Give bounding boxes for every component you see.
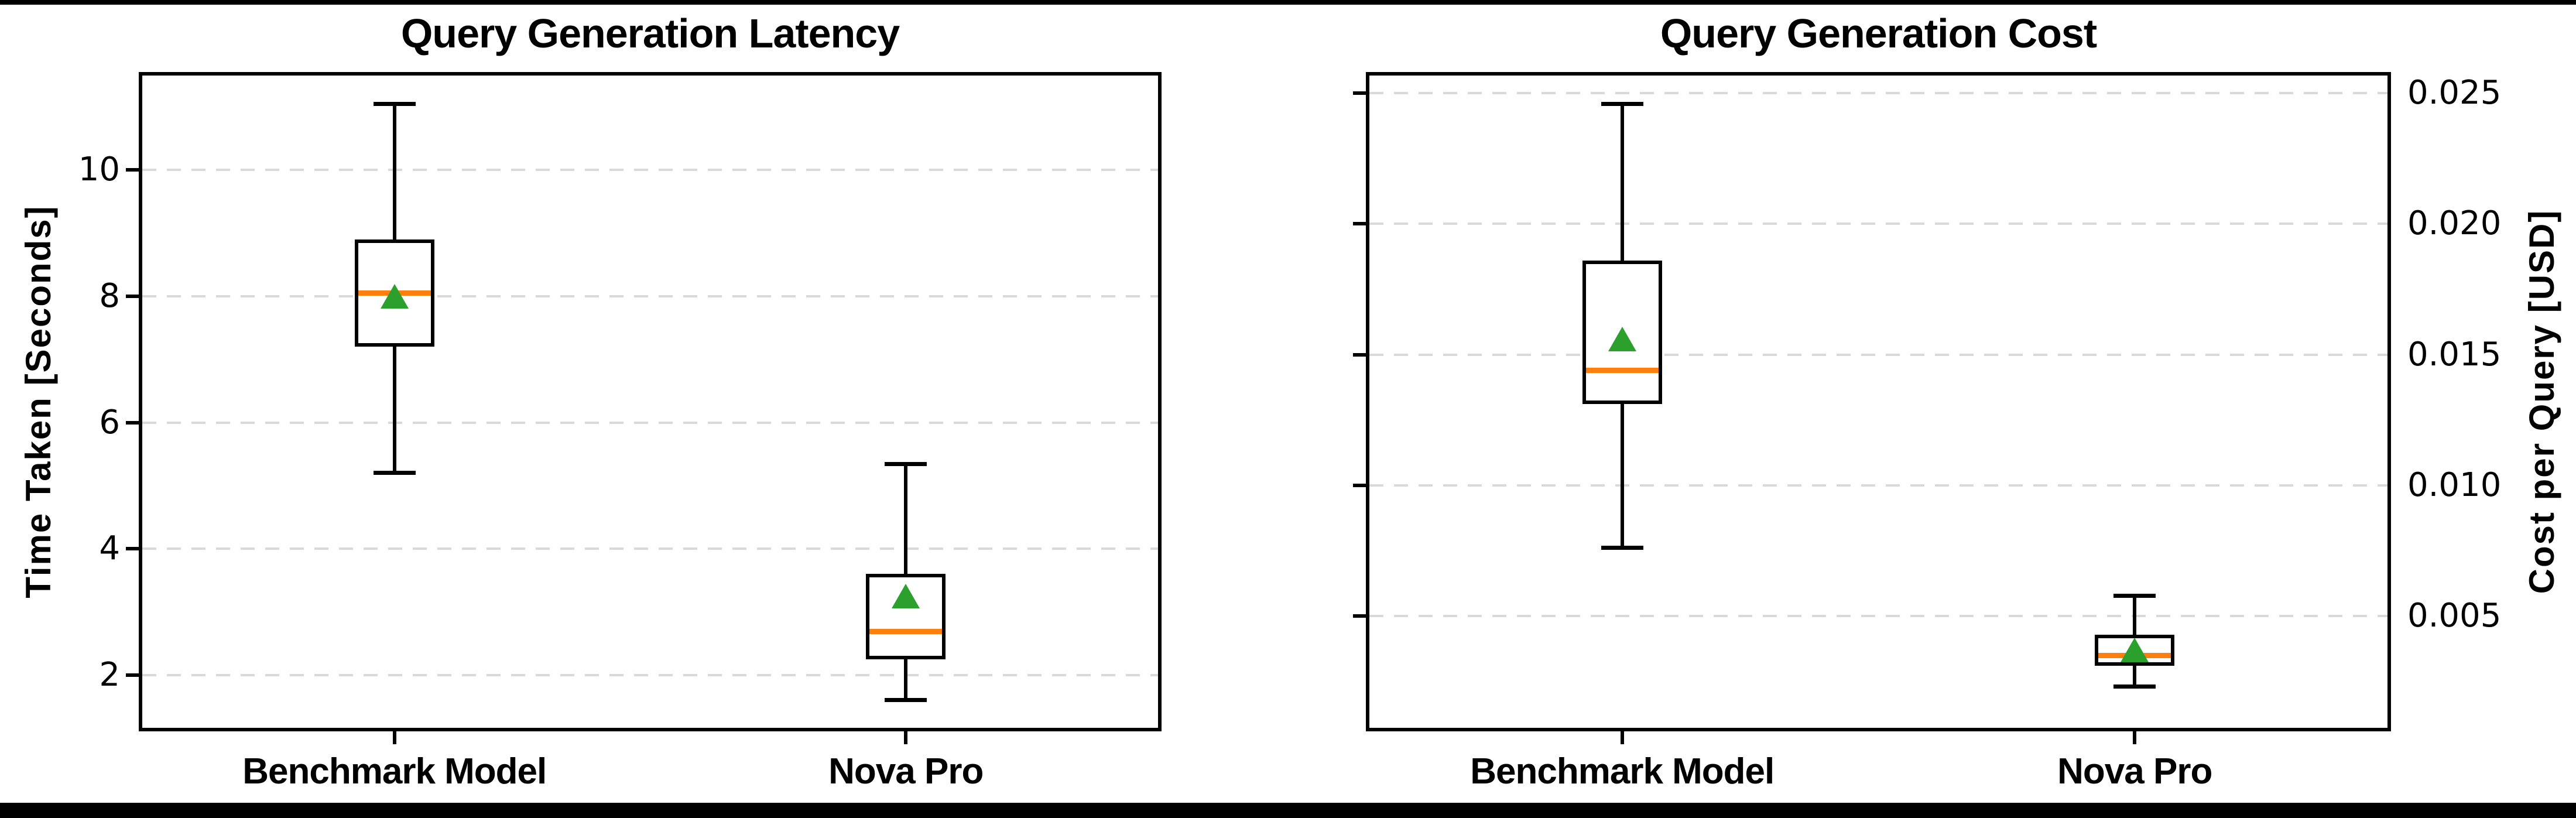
median-line-benchmark-model [1585, 368, 1659, 374]
latency-plot-area [139, 72, 1162, 731]
mean-marker-icon-benchmark-model [1608, 326, 1636, 351]
whisker-cap-low-nova-pro [885, 698, 927, 703]
gridline [1369, 484, 2387, 487]
median-line-nova-pro [869, 628, 943, 634]
y-tick-mark [1353, 614, 1366, 618]
y-tick-mark [1353, 222, 1366, 226]
latency-chart-title: Query Generation Latency [400, 11, 900, 56]
y-tick-mark [126, 294, 139, 298]
x-category-label: Benchmark Model [242, 751, 547, 792]
mean-marker-icon-benchmark-model [380, 283, 409, 309]
y-tick-mark [1353, 91, 1366, 95]
whisker-cap-high-benchmark-model [1601, 101, 1643, 106]
whisker-cap-high-nova-pro [885, 461, 927, 466]
y-tick-label: 0.020 [2407, 204, 2502, 243]
gridline [142, 421, 1158, 424]
mean-marker-icon-nova-pro [2121, 638, 2149, 663]
x-tick-mark [2133, 731, 2137, 744]
whisker-cap-low-benchmark-model [1601, 546, 1643, 550]
y-tick-label: 0.015 [2407, 335, 2502, 374]
y-tick-mark [126, 547, 139, 551]
x-tick-mark [904, 731, 908, 744]
whisker-cap-low-nova-pro [2113, 684, 2156, 689]
y-tick-label: 8 [99, 276, 120, 315]
y-tick-label: 6 [99, 403, 120, 441]
x-tick-mark [1620, 731, 1624, 744]
bottom-border-bar [0, 803, 2576, 818]
y-tick-mark [126, 168, 139, 172]
y-tick-label: 0.010 [2407, 466, 2502, 504]
x-category-label: Nova Pro [2057, 751, 2212, 792]
gridline [142, 674, 1158, 676]
gridline [1369, 91, 2387, 94]
y-tick-label: 4 [99, 529, 120, 568]
whisker-cap-low-benchmark-model [373, 470, 416, 475]
gridline [142, 547, 1158, 550]
mean-marker-icon-nova-pro [892, 584, 920, 609]
y-tick-label: 2 [99, 656, 120, 694]
y-tick-mark [1353, 352, 1366, 357]
cost-plot-area [1366, 72, 2391, 731]
x-category-label: Benchmark Model [1470, 751, 1775, 792]
whisker-cap-high-benchmark-model [373, 101, 416, 106]
gridline [142, 169, 1158, 172]
x-category-label: Nova Pro [828, 751, 984, 792]
gridline [1369, 353, 2387, 356]
y-tick-mark [1353, 483, 1366, 487]
x-tick-mark [392, 731, 396, 744]
top-border-bar [0, 0, 2576, 5]
gridline [142, 295, 1158, 297]
y-tick-label: 0.005 [2407, 597, 2502, 635]
whisker-cap-high-nova-pro [2113, 593, 2156, 598]
y-tick-label: 0.025 [2407, 73, 2502, 112]
y-tick-mark [126, 673, 139, 677]
cost-chart-title: Query Generation Cost [1660, 11, 2097, 56]
y-tick-mark [126, 420, 139, 425]
y-tick-label: 10 [78, 150, 120, 189]
gridline [1369, 223, 2387, 225]
cost-y-axis-label: Cost per Query [USD] [2522, 209, 2561, 594]
gridline [1369, 615, 2387, 618]
